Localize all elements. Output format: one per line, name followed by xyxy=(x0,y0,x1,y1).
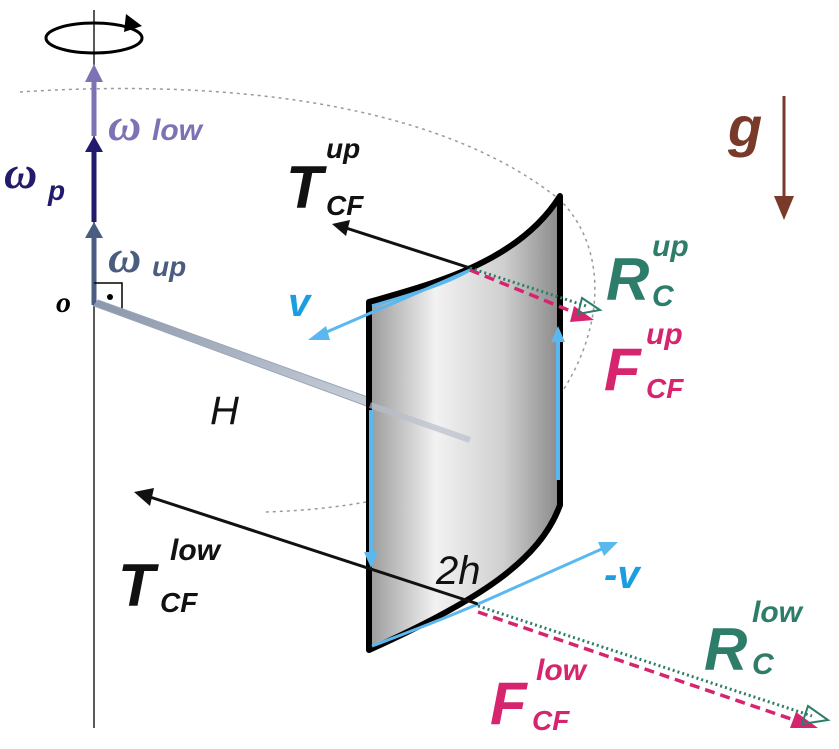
centrifugal-up-arrow xyxy=(469,268,579,316)
omega-up-arrowhead xyxy=(85,222,103,238)
minus-velocity-label: -v xyxy=(604,553,642,597)
omega-up-subscript: up xyxy=(152,251,186,282)
tension-up-symbol: T xyxy=(286,154,327,221)
centrifugal-up-subscript: CF xyxy=(646,373,684,404)
reaction-low-symbol: R xyxy=(704,616,747,683)
tension-up-arrowhead xyxy=(332,220,350,236)
velocity-arrowhead xyxy=(308,326,330,340)
rotation-icon xyxy=(44,14,144,55)
reaction-up-superscript: up xyxy=(652,230,689,263)
reaction-up-subscript: C xyxy=(652,280,675,313)
right-angle-marker xyxy=(94,282,123,312)
right-edge-flow-arrowhead xyxy=(551,326,565,342)
origin-label: o xyxy=(56,286,71,319)
reaction-low-subscript: C xyxy=(752,648,775,681)
tension-low-arrowhead xyxy=(134,488,154,506)
reaction-up-symbol: R xyxy=(606,246,649,313)
omega-p-subscript: p xyxy=(47,175,65,206)
reaction-low-superscript: low xyxy=(752,596,804,629)
reaction-low-arrow xyxy=(477,604,813,718)
centrifugal-low-arrow xyxy=(477,610,801,724)
reaction-up-arrow xyxy=(469,266,587,308)
reaction-up-arrowhead xyxy=(576,296,603,316)
omega-p-symbol: ω xyxy=(4,147,37,198)
velocity-label: v xyxy=(288,281,313,325)
omega-low-subscript: low xyxy=(152,114,204,147)
reaction-low-arrowhead xyxy=(800,704,831,726)
omega-p-arrowhead xyxy=(85,136,103,152)
tension-low-superscript: low xyxy=(170,534,222,567)
centrifugal-up-superscript: up xyxy=(646,318,683,351)
left-edge-flow-arrowhead xyxy=(364,552,378,568)
tension-low-symbol: T xyxy=(118,552,159,619)
gravity-arrowhead xyxy=(774,196,794,220)
centrifugal-low-subscript: CF xyxy=(532,705,570,736)
rod-end xyxy=(369,402,471,443)
rod-length-label: H xyxy=(210,389,239,433)
plate xyxy=(366,193,563,653)
centrifugal-low-superscript: low xyxy=(536,654,588,687)
omega-up-symbol: ω xyxy=(108,231,141,282)
tension-up-superscript: up xyxy=(326,133,360,164)
plate-height-label: 2h xyxy=(435,549,481,593)
omega-low-arrowhead xyxy=(85,64,103,82)
bottom-edge-flow xyxy=(371,602,479,648)
tension-up-subscript: CF xyxy=(326,190,364,221)
omega-low-symbol: ω xyxy=(108,99,141,150)
tension-up-arrow xyxy=(345,226,471,270)
tension-low-subscript: CF xyxy=(160,587,198,618)
velocity-arrow xyxy=(321,268,471,336)
centrifugal-up-symbol: F xyxy=(604,336,642,403)
centrifugal-low-symbol: F xyxy=(490,670,528,737)
minus-velocity-arrow xyxy=(477,546,605,606)
tension-low-arrow xyxy=(149,495,479,606)
minus-velocity-arrowhead xyxy=(598,542,618,556)
gravity-label: g xyxy=(727,95,762,158)
